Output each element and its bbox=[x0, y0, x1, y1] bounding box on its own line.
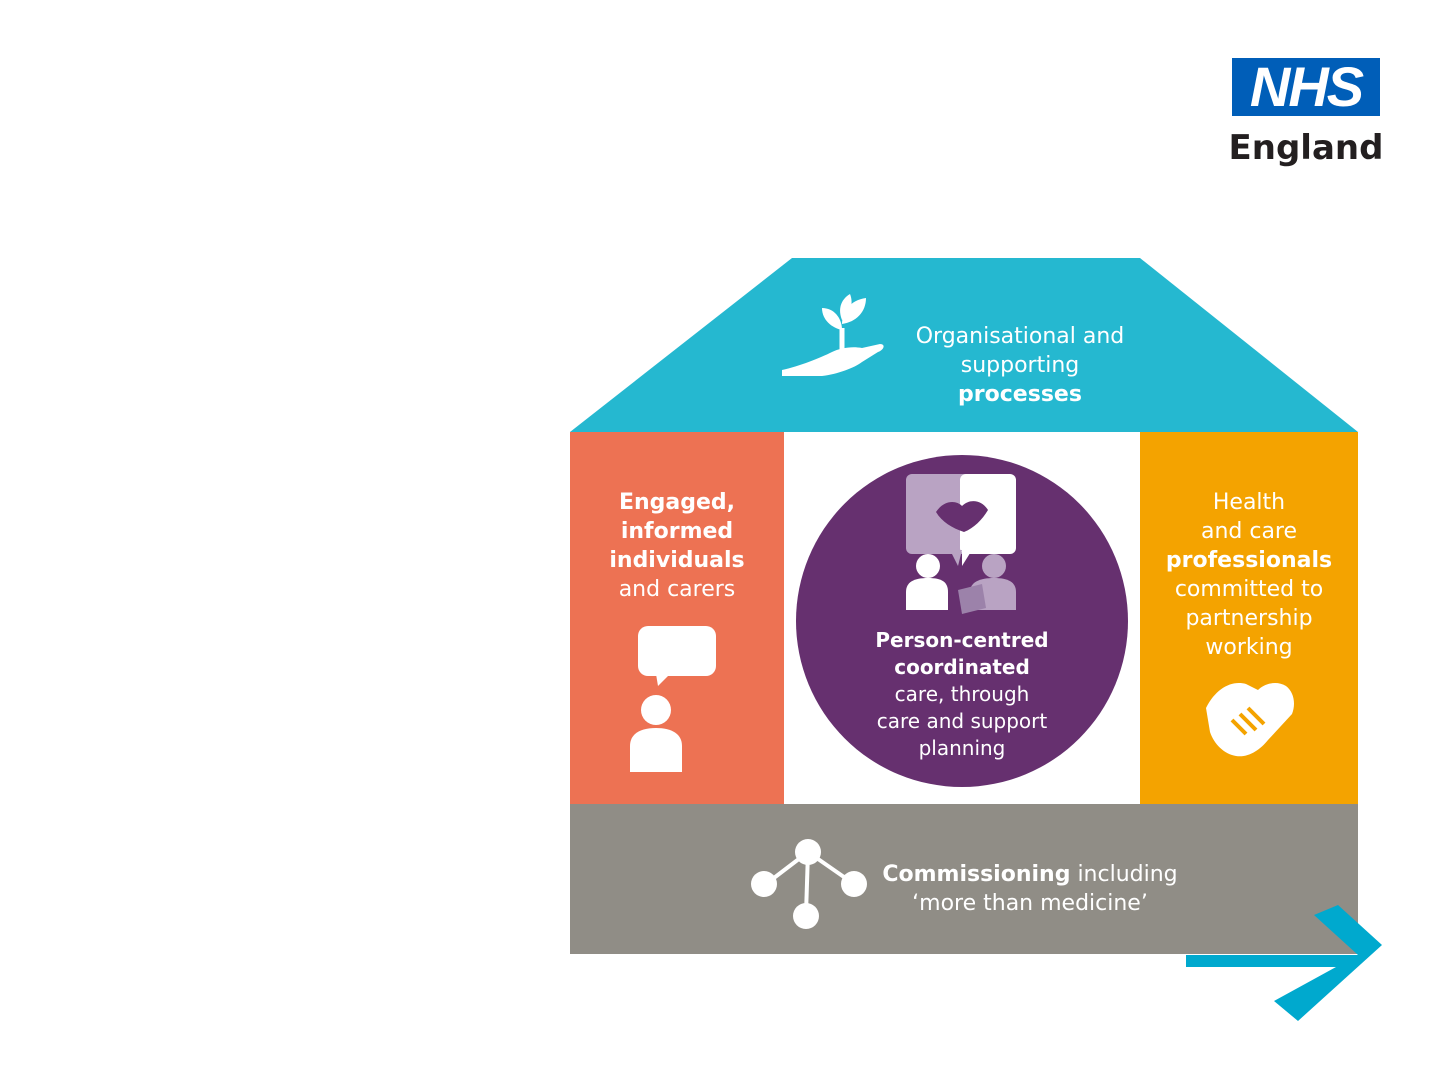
person-speech-bubble-icon bbox=[626, 622, 720, 778]
roof-label: Organisational and supporting processes bbox=[900, 322, 1140, 409]
right-line3: committed to bbox=[1175, 577, 1323, 602]
chevron-arrow-icon bbox=[1186, 905, 1382, 1023]
roof-line2: supporting bbox=[961, 353, 1080, 378]
people-handshake-icon bbox=[896, 470, 1026, 618]
right-line1: Health bbox=[1213, 490, 1285, 515]
base-plain2: ‘more than medicine’ bbox=[912, 891, 1148, 916]
nhs-logo: NHS bbox=[1232, 58, 1380, 116]
network-icon bbox=[748, 836, 872, 932]
nhs-logo-text: NHS bbox=[1250, 55, 1362, 118]
center-label: Person-centred coordinated care, through… bbox=[840, 627, 1084, 762]
roof-bold: processes bbox=[958, 382, 1082, 407]
right-line2: and care bbox=[1201, 519, 1297, 544]
center-bold1: Person-centred bbox=[875, 628, 1048, 652]
left-bold1: Engaged, bbox=[619, 490, 735, 515]
roof-line1: Organisational and bbox=[916, 324, 1125, 349]
base-label: Commissioning including ‘more than medic… bbox=[880, 860, 1180, 918]
right-bold: professionals bbox=[1166, 548, 1332, 573]
center-plain3: planning bbox=[919, 736, 1006, 760]
nhs-logo-region: England bbox=[1226, 128, 1386, 168]
right-line4: partnership bbox=[1185, 606, 1312, 631]
right-line5: working bbox=[1205, 635, 1292, 660]
center-bold2: coordinated bbox=[894, 655, 1030, 679]
left-plain: and carers bbox=[619, 577, 736, 602]
left-bold3: individuals bbox=[609, 548, 744, 573]
base-plain1: including bbox=[1070, 862, 1177, 887]
center-plain2: care and support bbox=[877, 709, 1047, 733]
base-bold: Commissioning bbox=[882, 862, 1070, 887]
handshake-icon bbox=[1202, 674, 1298, 760]
left-label: Engaged, informed individuals and carers bbox=[580, 488, 774, 604]
center-plain1: care, through bbox=[895, 682, 1030, 706]
right-label: Health and care professionals committed … bbox=[1150, 488, 1348, 662]
left-bold2: informed bbox=[621, 519, 733, 544]
